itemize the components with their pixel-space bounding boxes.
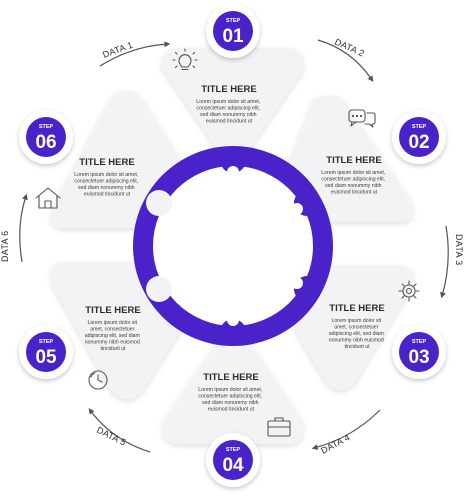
step-texts: TITLE HERE Lorem ipsum dolor sit amet, c… bbox=[74, 84, 386, 413]
step-6-line: euismod tincidunt ut bbox=[84, 192, 131, 198]
step-1-title: TITLE HERE bbox=[201, 84, 256, 95]
step-1-number: 01 bbox=[222, 26, 244, 47]
step-4-line: Lorem ipsum dolor sit amet, bbox=[198, 387, 262, 393]
step-4-line: euismod tincidunt ut bbox=[208, 407, 255, 413]
ring-knob-upper-left bbox=[146, 190, 172, 216]
gear-icon bbox=[398, 280, 420, 302]
step-3-body: Lorem ipsum dolor sit amet, consectetuer… bbox=[329, 318, 386, 350]
step-badge-5: STEP 05 bbox=[19, 325, 73, 379]
petal-step-3 bbox=[294, 266, 414, 390]
clock-icon bbox=[88, 370, 108, 390]
data-arrow-6 bbox=[19, 193, 28, 263]
ring-knob-upper-right-cut bbox=[291, 203, 303, 215]
step-1-line: sed diam nonummy nibh bbox=[200, 112, 257, 118]
step-5-line: adipiscing elit, sed diam bbox=[85, 333, 140, 339]
ring-knob-top-cut bbox=[227, 166, 239, 178]
ring-knob-top bbox=[220, 147, 246, 173]
step-6-title: TITLE HERE bbox=[79, 157, 134, 168]
step-2-line: Lorem ipsum dolor sit amet, bbox=[321, 170, 385, 176]
step-5-number: 05 bbox=[35, 347, 57, 368]
step-1-line: consectetuer adipiscing elit, bbox=[196, 106, 260, 112]
step-6-label: STEP bbox=[39, 124, 54, 130]
step-5-title: TITLE HERE bbox=[85, 305, 140, 316]
step-4-number: 04 bbox=[222, 455, 244, 476]
data-label-3: DATA 3 bbox=[454, 234, 464, 265]
step-badges: STEP 01 STEP 02 STEP 03 STEP 04 STEP 05 bbox=[19, 4, 446, 487]
step-5-line: nonummy nibh euismod bbox=[85, 340, 140, 346]
icons bbox=[35, 48, 420, 437]
step-3-line: adipiscing elit, sed diam bbox=[329, 331, 384, 337]
step-5-body: Lorem ipsum dolor sit amet, consectetuer… bbox=[85, 320, 142, 352]
step-5-line: tincidunt ut bbox=[100, 346, 126, 352]
step-6-line: consectetuer adipiscing elit, bbox=[74, 179, 138, 185]
step-4-body: Lorem ipsum dolor sit amet, consectetuer… bbox=[198, 387, 263, 413]
step-1-label: STEP bbox=[226, 18, 241, 24]
ring-knob-lower-right-cut bbox=[291, 277, 303, 289]
step-2-line: sed diam nonummy nibh bbox=[325, 183, 382, 189]
step-4-label: STEP bbox=[226, 447, 241, 453]
step-2-title: TITLE HERE bbox=[326, 155, 381, 166]
data-label-5: DATA 5 bbox=[95, 425, 128, 448]
petal-step-4 bbox=[162, 324, 304, 444]
step-3-line: tincidunt ut bbox=[344, 344, 370, 350]
step-3-line: nonummy nibh euismod bbox=[329, 338, 384, 344]
step-1-line: euismod tincidunt ut bbox=[206, 119, 253, 125]
step-4-line: consectetuer adipiscing elit, bbox=[198, 394, 262, 400]
step-2-number: 02 bbox=[408, 132, 429, 153]
step-5-line: Lorem ipsum dolor sit bbox=[87, 320, 137, 326]
step-5-label: STEP bbox=[39, 339, 54, 345]
lightbulb-icon bbox=[172, 48, 198, 71]
data-arrow-3 bbox=[440, 225, 449, 299]
data-arrow-5 bbox=[88, 408, 151, 453]
step-6-body: Lorem ipsum dolor sit amet, consectetuer… bbox=[74, 172, 139, 198]
data-arrow-1 bbox=[99, 41, 171, 67]
step-badge-2: STEP 02 bbox=[392, 110, 446, 164]
data-arrow-4 bbox=[311, 409, 381, 450]
step-6-line: Lorem ipsum dolor sit amet, bbox=[74, 172, 138, 178]
step-4-line: sed diam nonummy nibh bbox=[202, 400, 259, 406]
ring-knob-bottom-cut bbox=[227, 314, 239, 326]
step-5-line: amet, consectetuer bbox=[90, 327, 134, 333]
step-1-body: Lorem ipsum dolor sit amet, consectetuer… bbox=[196, 99, 261, 125]
step-badge-1: STEP 01 bbox=[206, 4, 260, 58]
step-3-title: TITLE HERE bbox=[329, 303, 384, 314]
step-3-label: STEP bbox=[412, 339, 427, 345]
step-1-line: Lorem ipsum dolor sit amet, bbox=[196, 99, 260, 105]
step-3-line: Lorem ipsum dolor sit bbox=[331, 318, 381, 324]
step-badge-4: STEP 04 bbox=[206, 433, 260, 487]
chat-bubbles-icon bbox=[348, 109, 376, 128]
step-4-title: TITLE HERE bbox=[203, 372, 258, 383]
briefcase-icon bbox=[267, 417, 291, 437]
data-arrows bbox=[19, 39, 449, 453]
data-arrow-2 bbox=[317, 39, 374, 82]
step-6-number: 06 bbox=[35, 132, 56, 153]
step-badge-6: STEP 06 bbox=[19, 110, 73, 164]
ring-knob-lower-left bbox=[146, 276, 172, 302]
step-2-body: Lorem ipsum dolor sit amet, consectetuer… bbox=[321, 170, 386, 196]
data-label-6: DATA 6 bbox=[0, 231, 10, 262]
central-ring bbox=[133, 146, 333, 346]
step-2-line: euismod tincidunt ut bbox=[331, 190, 378, 196]
step-6-line: sed diam nonummy nibh bbox=[78, 185, 135, 191]
home-icon bbox=[35, 187, 61, 209]
step-badge-3: STEP 03 bbox=[392, 325, 446, 379]
step-2-label: STEP bbox=[412, 124, 427, 130]
step-3-line: amet, consectetuer bbox=[334, 325, 378, 331]
ring-knob-bottom bbox=[220, 319, 246, 345]
step-2-line: consectetuer adipiscing elit, bbox=[321, 177, 385, 183]
ring-inner bbox=[153, 166, 313, 326]
step-3-number: 03 bbox=[408, 347, 429, 368]
data-label-4: DATA 4 bbox=[319, 432, 351, 456]
petal-step-1 bbox=[161, 48, 304, 167]
